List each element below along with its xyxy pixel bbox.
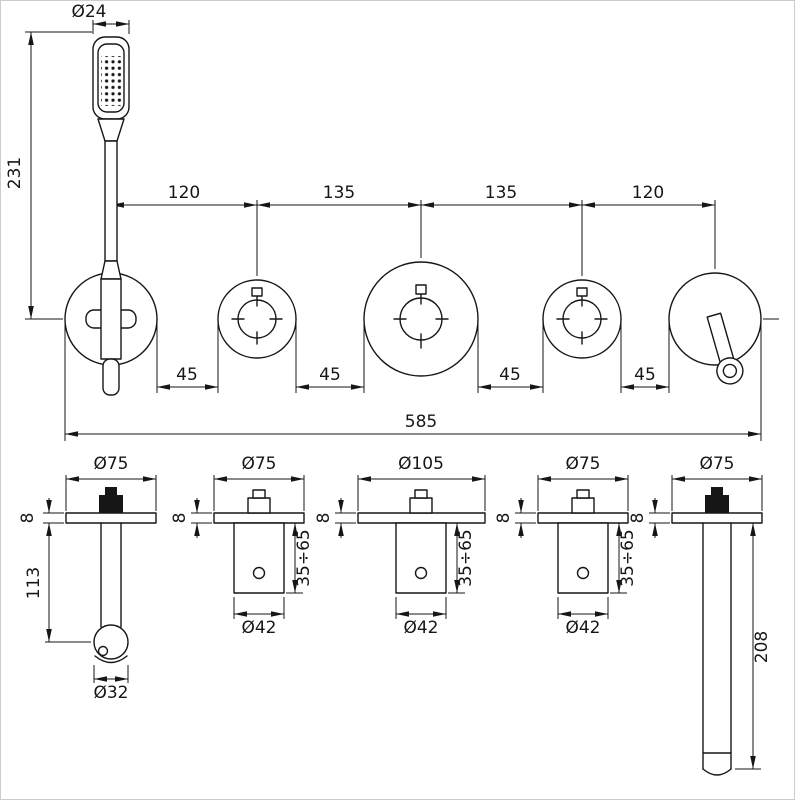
dim-label-holder-outlet: Ø32 (93, 683, 128, 703)
dim-label-thermostat-thickness: 8 (314, 513, 334, 524)
holder-outlet-ball (93, 624, 129, 660)
dim-label-spacing-3: 135 (485, 183, 517, 203)
trim-circle-valve-right (542, 279, 622, 359)
front-view: 120 135 135 120 231 (5, 2, 779, 441)
spout-knob (705, 495, 729, 513)
dim-label-holder-plate: Ø75 (93, 454, 128, 474)
handshower-hose-connector (102, 358, 120, 396)
dim-label-valve-thickness: 8 (494, 513, 514, 524)
dim-label-spout-plate: Ø75 (699, 454, 734, 474)
dim-label-spacing-2: 135 (323, 183, 355, 203)
spout-tip (702, 768, 732, 776)
valve-body-screw (252, 566, 266, 580)
dim-label-valve-body: Ø42 (241, 618, 276, 638)
valve-plate (537, 512, 629, 524)
dim-label-thermostat-depth: 35÷65 (456, 529, 476, 587)
dim-overall-width: 585 (64, 318, 779, 441)
handshower (92, 36, 130, 396)
spout-outlet-cup (716, 357, 744, 385)
side-view-spout: Ø75 8 208 (628, 454, 772, 776)
handshower-neck (97, 118, 125, 142)
dim-label-overall-width: 585 (405, 412, 437, 432)
dim-label-holder-thickness: 8 (18, 513, 38, 524)
dim-label-valve-depth: 35÷65 (618, 529, 638, 587)
holder-plate (65, 512, 157, 524)
side-view-thermostat: Ø105 8 35÷65 Ø42 (314, 454, 486, 638)
dim-edge-offsets: 45 45 45 45 (156, 323, 670, 393)
valve-rosette (217, 279, 297, 359)
dim-label-spout-projection: 208 (752, 631, 772, 663)
thermostat-plate (357, 512, 486, 524)
dim-label-spacing-1: 120 (168, 183, 200, 203)
dim-label-offset-2: 45 (319, 365, 341, 385)
valve-body (233, 522, 285, 594)
valve-body-screw (576, 566, 590, 580)
dim-label-spout-thickness: 8 (628, 513, 648, 524)
dim-label-handshower-diameter: Ø24 (71, 2, 106, 22)
dim-label-offset-4: 45 (634, 365, 656, 385)
thermostat-body (395, 522, 447, 594)
valve-index-marker (576, 287, 588, 297)
dim-label-thermostat-body: Ø42 (403, 618, 438, 638)
dim-label-offset-3: 45 (499, 365, 521, 385)
side-view-holder: Ø75 8 113 Ø32 (18, 454, 157, 703)
spout-plate (671, 512, 763, 524)
dim-label-thermostat-plate: Ø105 (398, 454, 444, 474)
dim-label-valve-plate: Ø75 (241, 454, 276, 474)
dim-handshower-diameter: Ø24 (71, 2, 130, 34)
side-views: Ø75 8 113 Ø32 Ø75 (18, 454, 772, 776)
side-view-valve-left: Ø75 8 35÷65 Ø42 (170, 454, 314, 638)
valve-rosette (542, 279, 622, 359)
holder-knob (99, 495, 123, 513)
valve-stem (571, 497, 595, 514)
thermostat-index-marker (415, 284, 427, 295)
valve-plate (213, 512, 305, 524)
thermostat-body-screw (414, 566, 428, 580)
valve-stem (247, 497, 271, 514)
handshower-handle-lower (100, 278, 122, 360)
trim-circle-valve-left (217, 279, 297, 359)
dim-label-valve-thickness: 8 (170, 513, 190, 524)
handshower-spray-face (101, 56, 123, 106)
dim-height: 231 (5, 31, 92, 320)
dim-label-valve-plate: Ø75 (565, 454, 600, 474)
holder-outlet-lip (94, 655, 128, 664)
side-view-valve-right: Ø75 8 35÷65 Ø42 (494, 454, 638, 638)
dim-label-height: 231 (5, 157, 25, 189)
thermostat-rosette (363, 261, 479, 377)
valve-index-marker (251, 287, 263, 297)
handshower-handle (104, 140, 118, 262)
valve-body (557, 522, 609, 594)
dim-center-spacings: 120 135 135 120 (110, 183, 716, 276)
trim-circle-spout (668, 272, 762, 385)
dim-label-offset-1: 45 (176, 365, 198, 385)
dim-label-spacing-4: 120 (632, 183, 664, 203)
trim-circle-thermostat (363, 261, 479, 377)
thermostat-stem (409, 497, 433, 514)
spout-outlet-hole (722, 363, 738, 379)
dim-label-valve-depth: 35÷65 (294, 529, 314, 587)
dim-label-valve-body: Ø42 (565, 618, 600, 638)
dim-label-holder-projection: 113 (24, 567, 44, 599)
